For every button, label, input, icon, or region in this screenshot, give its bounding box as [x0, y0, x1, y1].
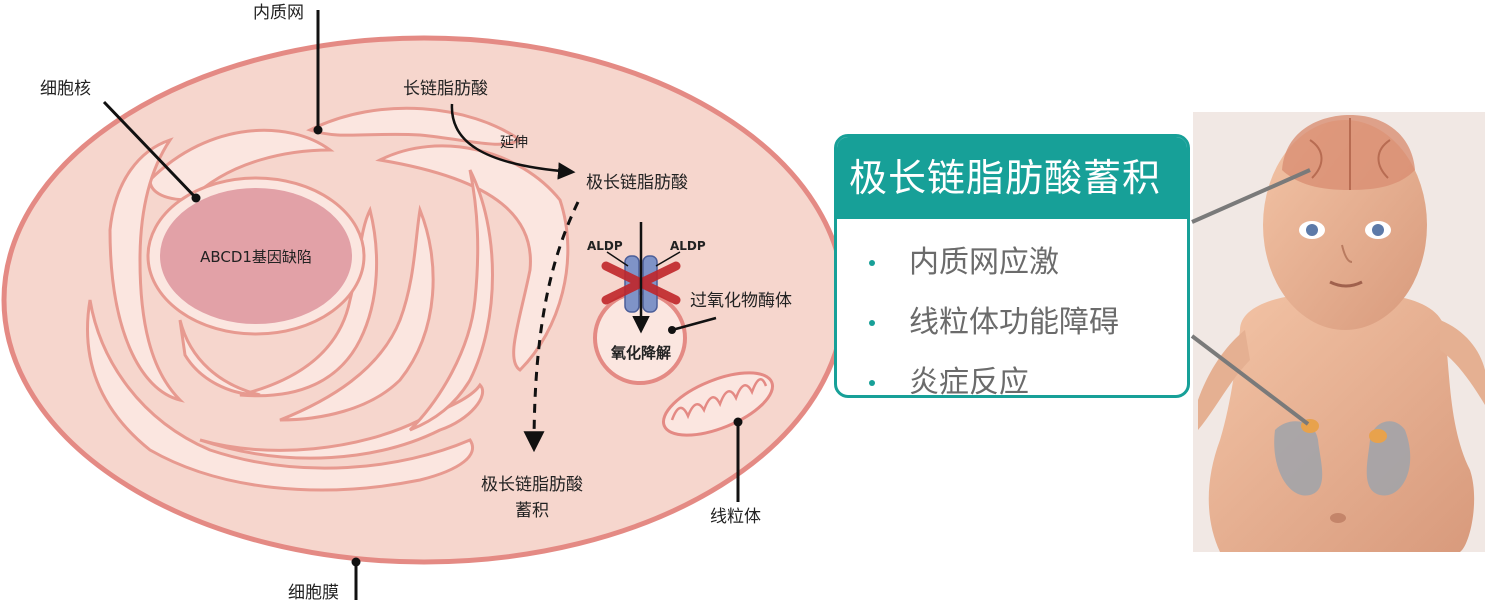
elongation-label: 延伸 [500, 135, 528, 151]
peroxisome-label: 过氧化物酶体 [690, 291, 792, 311]
panel-list: 内质网应激 线粒体功能障碍 炎症反应 [837, 219, 1187, 398]
bullet-icon [869, 260, 875, 266]
accumulation-arrow [523, 201, 580, 453]
oxidation-label: 氧化降解 [610, 344, 671, 362]
list-item-label: 线粒体功能障碍 [909, 305, 1119, 340]
nucleus [160, 188, 352, 324]
connector-brain [1191, 168, 1311, 224]
elongation-arrow [450, 103, 576, 180]
mitochondrion [661, 371, 775, 437]
accumulation-label-line2: 蓄积 [515, 501, 549, 521]
nucleus-label: 细胞核 [40, 79, 91, 99]
panel-title: 极长链脂肪酸蓄积 [837, 137, 1187, 219]
connector-adrenal [1190, 334, 1310, 426]
nucleus-text: ABCD1基因缺陷 [200, 248, 312, 266]
er-label: 内质网 [253, 3, 304, 23]
list-item-label: 炎症反应 [909, 365, 1029, 398]
accumulation-label-line1: 极长链脂肪酸 [481, 475, 583, 495]
list-item: 线粒体功能障碍 [863, 293, 1187, 353]
aldp-label-left: ALDP [587, 239, 623, 253]
vlcfa-label: 极长链脂肪酸 [586, 173, 688, 193]
info-panel: 极长链脂肪酸蓄积 内质网应激 线粒体功能障碍 炎症反应 [834, 134, 1190, 398]
lcfa-label: 长链脂肪酸 [403, 79, 488, 99]
bullet-icon [869, 380, 875, 386]
list-item-label: 内质网应激 [909, 245, 1059, 280]
mitochondrion-label: 线粒体 [710, 507, 761, 527]
infant-illustration [1193, 112, 1485, 552]
list-item: 内质网应激 [863, 233, 1187, 293]
bullet-icon [869, 320, 875, 326]
aldp-label-right: ALDP [670, 239, 706, 253]
membrane-label: 细胞膜 [288, 583, 339, 603]
endoplasmic-reticulum [86, 106, 570, 492]
list-item: 炎症反应 [863, 353, 1187, 398]
